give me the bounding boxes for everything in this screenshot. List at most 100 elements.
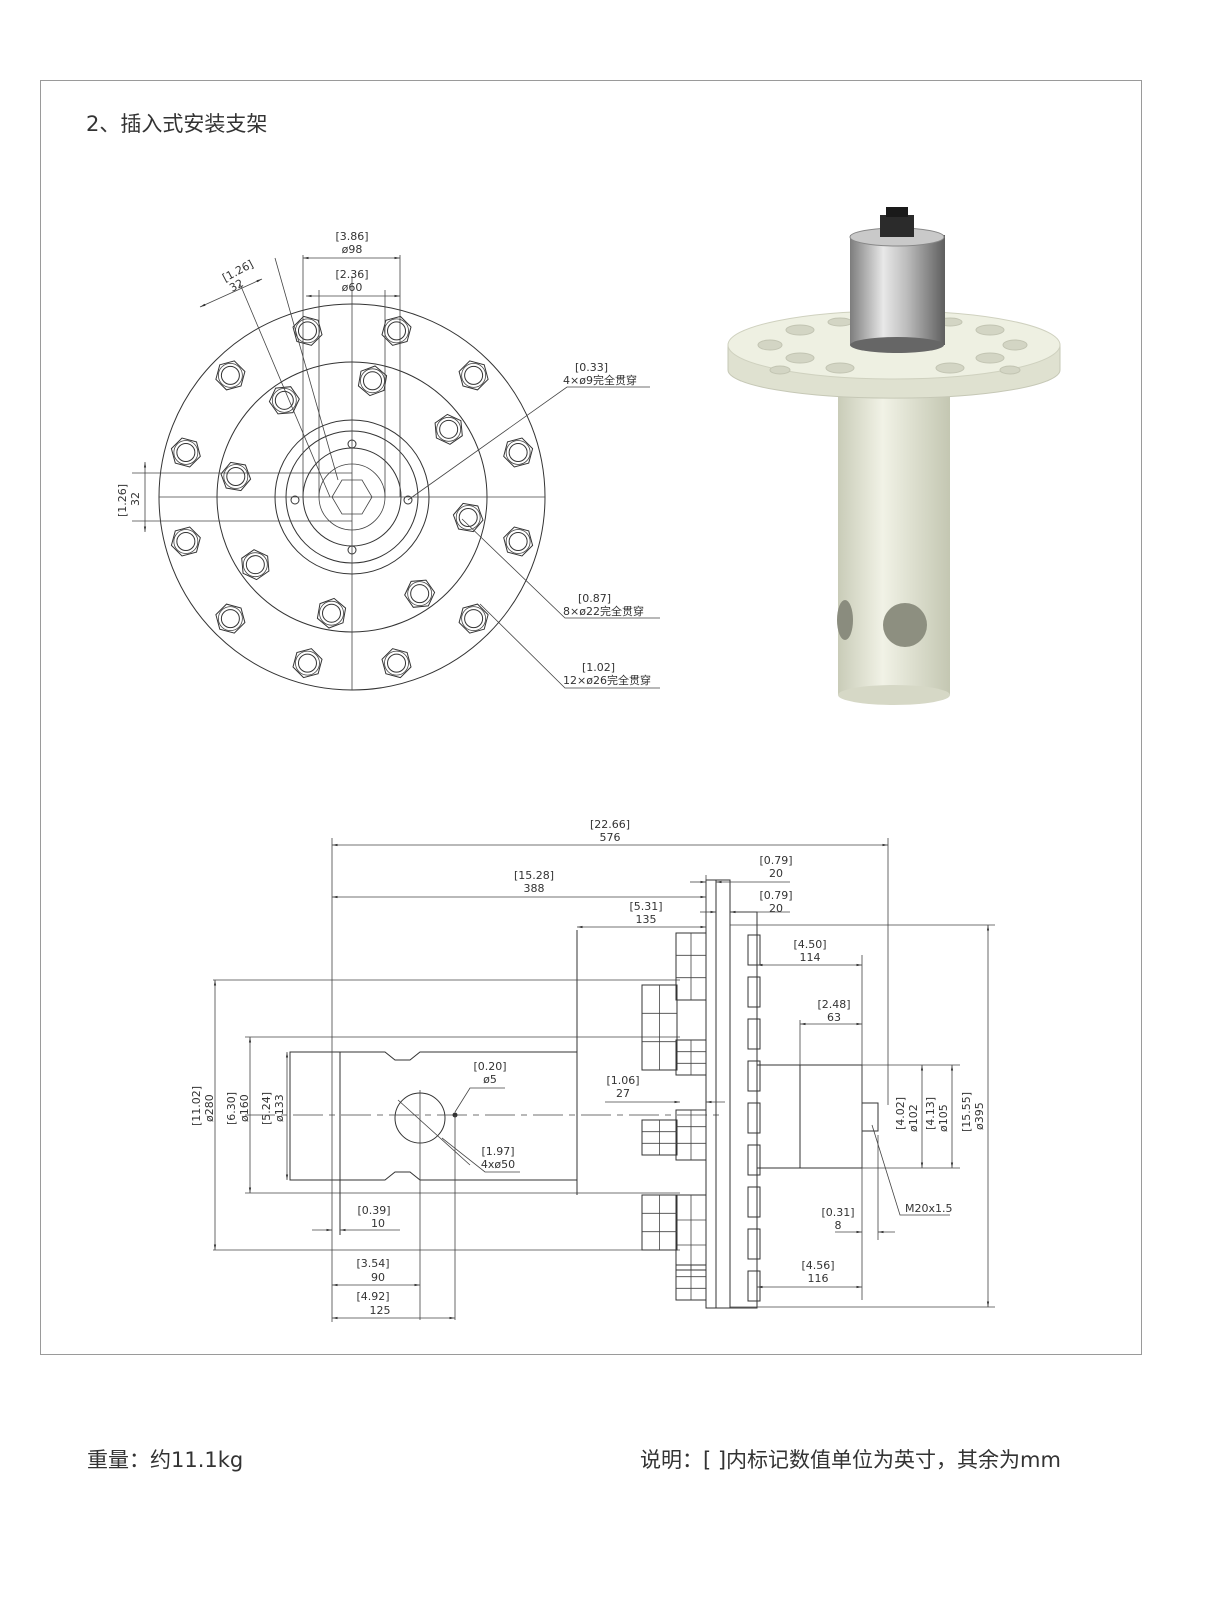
bolt-hex-nut [503, 437, 534, 468]
dim-t20a-inch: [0.79] [759, 854, 792, 867]
bolt-hex-nut [357, 365, 388, 397]
dim-l63-inch: [2.48] [817, 998, 850, 1011]
dim-l125-inch: [4.92] [356, 1290, 389, 1303]
dim-l114: 114 [800, 951, 821, 964]
dim-d395-inch: [15.55] [960, 1092, 973, 1132]
dim-d102: ø102 [907, 1104, 920, 1132]
side-bolt [675, 1194, 707, 1271]
bolt-hex-nut [220, 461, 252, 492]
dim-d50-inch: [1.97] [481, 1145, 514, 1158]
thread-spec: M20x1.5 [905, 1202, 953, 1215]
dim-l63: 63 [827, 1011, 841, 1024]
dim-d133: ø133 [273, 1094, 286, 1122]
dim-d102-inch: [4.02] [894, 1097, 907, 1130]
flange-bolt-head [747, 1018, 761, 1050]
dim-hole22: 8×ø22完全贯穿 [563, 604, 644, 618]
dim-l90: 90 [371, 1271, 385, 1284]
weight-label: 重量：约11.1kg [87, 1448, 244, 1472]
page-title: 2、插入式安装支架 [86, 112, 268, 136]
bolt-hex-nut [381, 648, 412, 679]
flange-bolt-head [747, 934, 761, 966]
side-view: [22.66] 576 [15.28] 388 [5.31] 135 [0.79… [190, 818, 995, 1322]
dim-l8: 8 [835, 1219, 842, 1232]
dim-d133-inch: [5.24] [260, 1092, 273, 1125]
side-bolt [641, 1119, 678, 1156]
unit-note: 说明：[ ]内标记数值单位为英寸，其余为mm [640, 1448, 1061, 1472]
dim-l8-inch: [0.31] [821, 1206, 854, 1219]
dim-l125: 125 [370, 1304, 391, 1317]
dim-hole26: 12×ø26完全贯穿 [563, 673, 651, 687]
dim-hole26-inch: [1.02] [582, 661, 615, 674]
flange-bolt-head [747, 1144, 761, 1176]
bolt-hex-nut [381, 315, 412, 346]
dim-d105-inch: [4.13] [924, 1097, 937, 1130]
flange-bolt-head [747, 1270, 761, 1302]
dim-d160: ø160 [238, 1094, 251, 1122]
bolt-pattern [170, 315, 534, 679]
dim-hole9-inch: [0.33] [575, 361, 608, 374]
dim-l388-inch: [15.28] [514, 869, 554, 882]
side-bolt [641, 984, 678, 1071]
side-bolt [675, 1109, 707, 1161]
dim-d50: 4xø50 [481, 1158, 515, 1171]
dim-l116: 116 [808, 1272, 829, 1285]
dim-d280-inch: [11.02] [190, 1086, 203, 1126]
dim-d60: ø60 [342, 281, 363, 294]
bolt-hex-nut [292, 648, 323, 679]
side-bolt [675, 1039, 707, 1076]
dim-l114-inch: [4.50] [793, 938, 826, 951]
bolt-hex-nut [215, 360, 246, 391]
bolt-hex-nut [215, 603, 246, 634]
bolt-hex-nut [170, 526, 201, 557]
dim-t20b: 20 [769, 902, 783, 915]
dim-w32a: 32 [227, 277, 245, 295]
flange-bolt-head [747, 1228, 761, 1260]
bolt-hex-nut [170, 437, 201, 468]
small-hole [347, 439, 357, 449]
product-render [727, 207, 1061, 705]
drawing-frame [40, 80, 1142, 1355]
flange-bolt-head [747, 1186, 761, 1218]
bolt-hex-nut [292, 315, 323, 346]
bolt-hex-nut [458, 360, 489, 391]
bolt-hex-nut [316, 597, 347, 629]
dim-l90-inch: [3.54] [356, 1257, 389, 1270]
dim-d280: ø280 [203, 1094, 216, 1122]
dim-d160-inch: [6.30] [225, 1092, 238, 1125]
bolt-hex-nut [458, 603, 489, 634]
dim-t20b-inch: [0.79] [759, 889, 792, 902]
dim-d5: ø5 [483, 1073, 497, 1086]
bolt-hex-nut [241, 549, 270, 581]
dim-d5-inch: [0.20] [473, 1060, 506, 1073]
side-bolt [641, 1194, 678, 1251]
dim-l135-inch: [5.31] [629, 900, 662, 913]
dim-w32b-inch: [1.26] [116, 484, 129, 517]
dim-l27: 27 [616, 1087, 630, 1100]
dim-t20a: 20 [769, 867, 783, 880]
bolt-hex-nut [452, 502, 484, 533]
small-holes [290, 439, 413, 555]
bolt-hex-nut [503, 526, 534, 557]
flange-bolt-head [747, 1102, 761, 1134]
flange-bolt-head [747, 1060, 761, 1092]
bolt-hex-nut [268, 386, 300, 415]
dim-w32b: 32 [129, 492, 142, 506]
bolt-hex-nut [434, 413, 463, 445]
dim-l10-inch: [0.39] [357, 1204, 390, 1217]
dim-d98-inch: [3.86] [335, 230, 368, 243]
dim-d98: ø98 [342, 243, 363, 256]
dim-l135: 135 [636, 913, 657, 926]
flange-top-view: [3.86] ø98 [2.36] ø60 [1.26] 32 [1.26] 3… [116, 230, 660, 691]
small-hole [403, 495, 413, 505]
dim-l116-inch: [4.56] [801, 1259, 834, 1272]
bolt-hex-nut [404, 579, 436, 608]
dim-l388: 388 [524, 882, 545, 895]
side-bolt [675, 1264, 707, 1301]
dim-d60-inch: [2.36] [335, 268, 368, 281]
dim-d105: ø105 [937, 1104, 950, 1132]
dim-hole22-inch: [0.87] [578, 592, 611, 605]
small-hole [347, 545, 357, 555]
dim-l576-inch: [22.66] [590, 818, 630, 831]
side-bolt [675, 932, 707, 1001]
